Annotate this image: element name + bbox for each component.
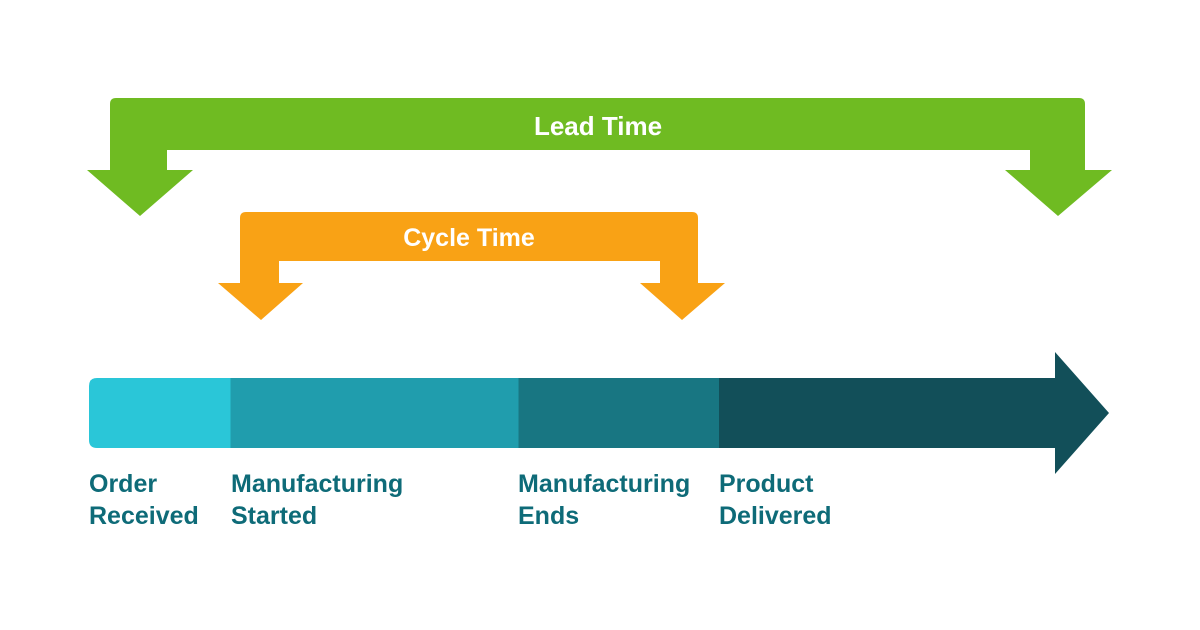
stage-label-line: Order [89,470,158,498]
segment-manufacturing-started [230,378,520,448]
stage-label-line: Started [231,502,318,530]
stage-label-product-delivered: Product Delivered [719,468,832,532]
stage-label-line: Manufacturing [518,470,691,498]
timeline-arrow [89,352,1109,474]
stage-label-line: Delivered [719,502,832,530]
segment-order-received [89,378,231,448]
lead-time-arrow [87,98,1112,216]
stage-label-manufacturing-started: Manufacturing Started [231,468,403,532]
segment-product-delivered [719,352,1109,474]
segment-manufacturing-ends [518,378,720,448]
stage-label-line: Received [89,502,199,530]
stage-label-manufacturing-ends: Manufacturing Ends [518,468,690,532]
lead-time-label: Lead Time [534,111,662,141]
cycle-time-bracket: Cycle Time [218,212,725,320]
stage-label-order-received: Order Received [89,468,199,532]
cycle-time-label: Cycle Time [403,224,535,252]
stage-label-line: Product [719,470,814,498]
cycle-time-arrow [218,212,725,320]
lead-time-bracket: Lead Time [87,98,1112,216]
stage-label-line: Ends [518,502,580,530]
stage-label-line: Manufacturing [231,470,404,498]
